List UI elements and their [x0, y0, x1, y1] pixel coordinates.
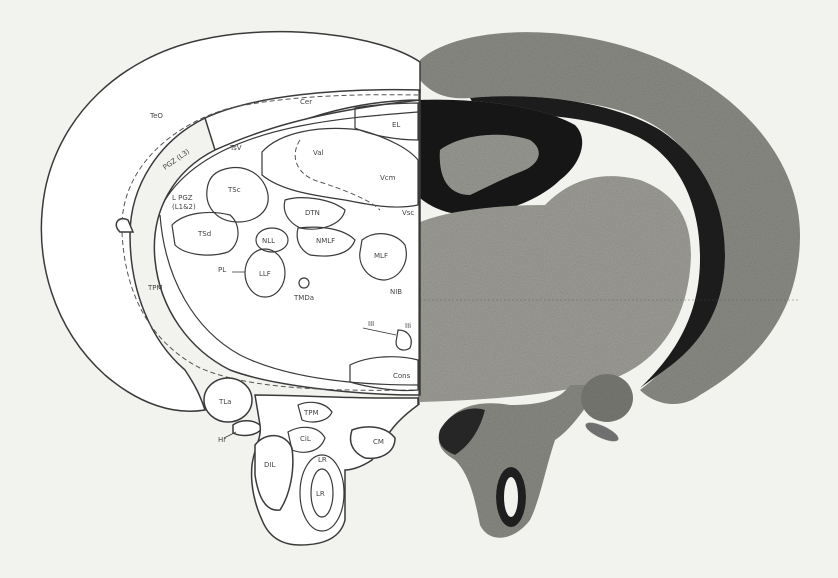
- label-cons: Cons: [393, 372, 411, 380]
- label-tmda: TMDa: [293, 294, 314, 302]
- label-iii-small: IIi: [405, 322, 411, 330]
- label-pgz2a: L PGZ: [172, 194, 193, 202]
- label-tsv: TsV: [229, 144, 242, 152]
- label-dil: DIL: [264, 461, 275, 469]
- label-nll: NLL: [262, 237, 275, 245]
- label-iii: III: [368, 320, 374, 328]
- label-tla: TLa: [218, 398, 231, 406]
- label-tsd: TSd: [197, 230, 211, 238]
- label-hr: Hr: [218, 436, 226, 444]
- label-val: Val: [313, 149, 324, 157]
- label-el: EL: [392, 121, 400, 129]
- label-tpm: TPM: [303, 409, 319, 417]
- label-tpm-left: TPM: [147, 284, 163, 292]
- tegmentum-outline: [154, 100, 420, 395]
- label-nmlf: NMLF: [316, 237, 335, 245]
- label-dtn: DTN: [305, 209, 320, 217]
- label-vcm: Vcm: [380, 174, 396, 182]
- label-teo: TeO: [149, 112, 163, 120]
- right-small-nerve: [583, 419, 621, 445]
- label-pgz: PGZ (L3): [162, 147, 192, 171]
- lateral-recess-lumen: [504, 477, 518, 517]
- label-pgz2b: (L1&2): [172, 203, 196, 211]
- label-vsc: Vsc: [402, 209, 414, 217]
- label-pl: PL: [218, 266, 226, 274]
- histology-half: [420, 32, 800, 538]
- label-mlf: MLF: [374, 252, 388, 260]
- label-cer: Cer: [300, 98, 312, 106]
- label-tsc: TSc: [227, 186, 241, 194]
- label-lr2: LR: [316, 490, 325, 498]
- label-cm: CM: [373, 438, 384, 446]
- schematic-half: [41, 32, 420, 545]
- label-cil: CiL: [300, 435, 311, 443]
- label-llf: LLF: [259, 270, 271, 278]
- label-lr: LR: [318, 456, 327, 464]
- right-lobe-tissue: [581, 374, 633, 422]
- label-nib: NIB: [390, 288, 402, 296]
